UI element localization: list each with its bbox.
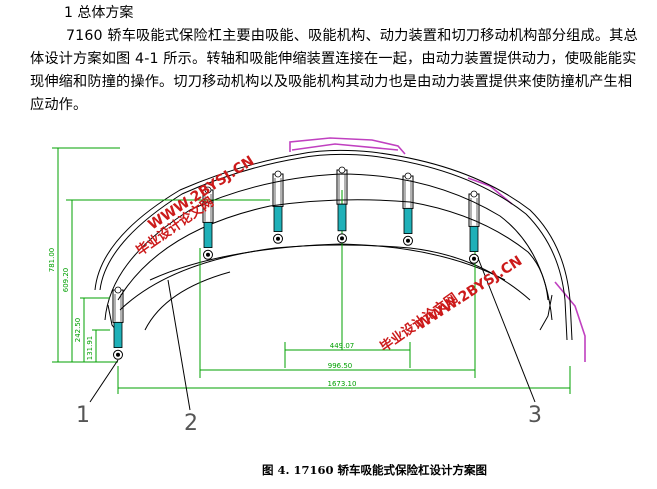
- absorber-module: [272, 170, 284, 244]
- absorber-modules: [112, 166, 480, 360]
- absorber-module: [336, 166, 348, 244]
- figure-caption: 图 4. 17160 轿车吸能式保险杠设计方案图: [261, 463, 488, 477]
- dim-label-width-middle: 996.50: [328, 362, 353, 370]
- absorber-module: [202, 186, 214, 260]
- dim-label-height-tiny: 131.91: [86, 336, 94, 361]
- bumper-outline: [94, 149, 573, 341]
- absorber-module: [112, 286, 124, 360]
- dim-label-height-small: 242.50: [74, 318, 82, 343]
- absorber-module: [402, 172, 414, 246]
- dimension-lines: [52, 147, 571, 394]
- body-paragraph: 7160 轿车吸能式保险杠主要由吸能、吸能机构、动力装置和切刀移动机构部分组成。…: [30, 28, 638, 113]
- watermark-site-left: WWW.2BYSJ.CN: [145, 153, 257, 233]
- section-heading: 1 总体方案: [64, 5, 134, 21]
- callout-leaders: [89, 257, 536, 411]
- callout-label-2: 2: [184, 411, 198, 436]
- callout-label-1: 1: [76, 403, 90, 428]
- bumper-drawing: 781.00 609.20 242.50 131.91 449.07 996.5…: [48, 137, 586, 436]
- dim-label-height-total: 781.00: [48, 248, 56, 273]
- bumper-design-figure: 781.00 609.20 242.50 131.91 449.07 996.5…: [0, 130, 657, 460]
- dim-label-width-inner: 449.07: [330, 342, 355, 350]
- dim-label-width-outer: 1673.10: [328, 380, 357, 388]
- dim-label-height-arch: 609.20: [62, 268, 70, 293]
- absorber-module: [468, 190, 480, 264]
- callout-label-3: 3: [528, 403, 542, 428]
- trim-accents: [289, 137, 586, 362]
